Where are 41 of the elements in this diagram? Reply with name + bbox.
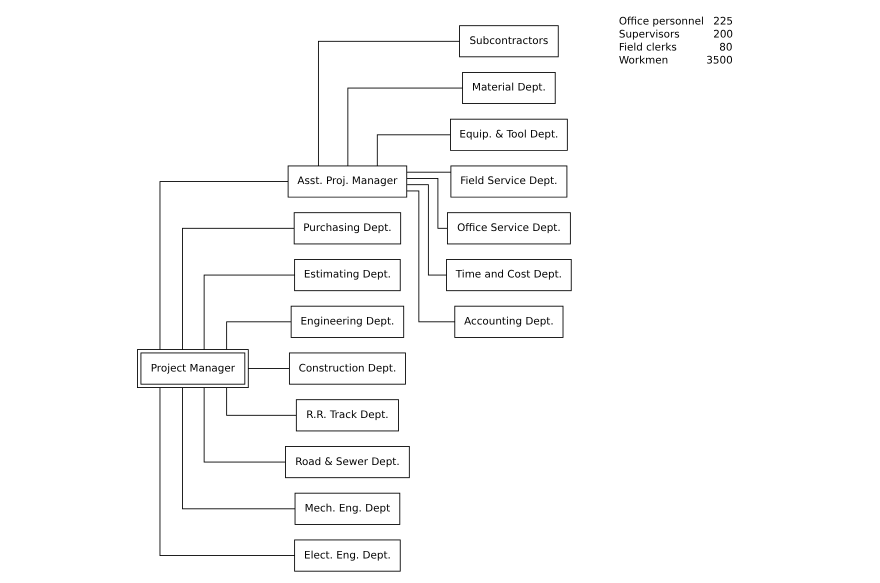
label: 3500 [706,54,732,66]
connector [346,88,462,166]
label: Field clerks [618,41,676,54]
connector [406,190,455,322]
connector [248,368,290,369]
connector [203,387,286,462]
node-box: Accounting Dept. [454,306,563,338]
node-box: R.R. Track Dept. [295,399,398,432]
node-box: Estimating Dept. [294,259,400,292]
connector [159,387,294,556]
connector [226,321,291,350]
node-box: Equip. & Tool Dept. [450,118,568,151]
label: Office personnel [618,15,704,28]
node-box: Time and Cost Dept. [446,259,572,292]
connector [406,184,446,276]
connector [317,40,460,166]
label: 80 [718,41,732,54]
node-box: Purchasing Dept. [293,212,401,244]
connector [406,172,451,173]
label: 200 [712,28,733,40]
node-box: Elect. Eng. Dept. [294,540,400,572]
connector [182,387,295,510]
label: 225 [712,15,733,28]
node-box: Subcontractors [458,25,558,58]
connector [203,274,294,350]
node-box: Mech. Eng. Dept [294,492,400,525]
label: Supervisors [618,28,680,40]
node-box: Asst. Proj. Manager [287,166,407,198]
node-box: Office Service Dept. [446,212,570,244]
node-box: Project Manager [136,349,248,388]
node-box: Engineering Dept. [290,306,404,338]
connector [406,178,448,229]
connector [226,387,296,416]
node-box: Construction Dept. [288,352,406,385]
connector [376,134,450,166]
node-box: Road & Sewer Dept. [284,446,410,478]
label: Workmen [618,54,668,66]
node-box: Field Service Dept. [450,166,567,198]
connector [182,228,294,350]
connector [159,181,288,350]
node-box: Material Dept. [462,72,556,104]
